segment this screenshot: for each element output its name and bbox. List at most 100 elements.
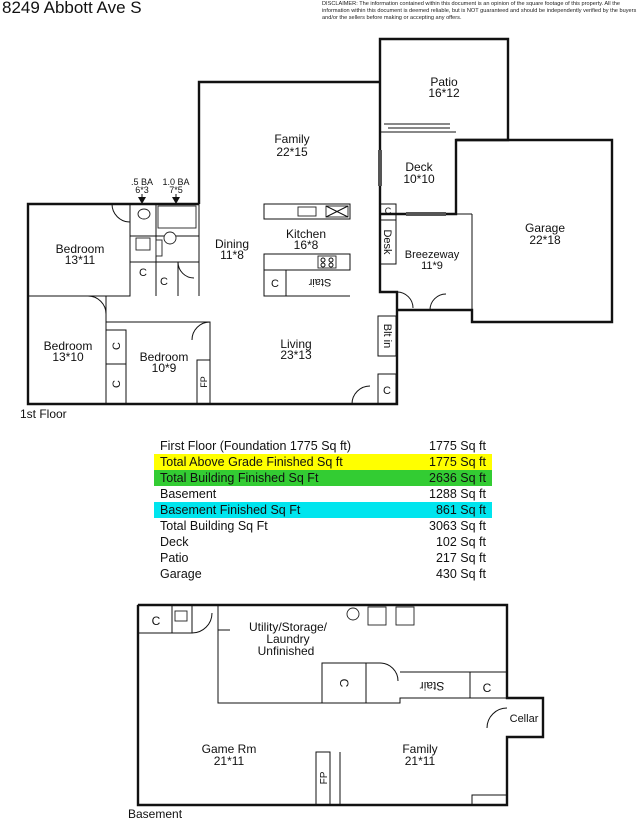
sqft-value: 1288 Sq ft [429,487,486,501]
cellar-label: Cellar [510,713,539,725]
basement-family-dim: 21*11 [405,754,436,768]
full-bath-toilet-icon [163,231,177,245]
closet-label: C [383,385,391,397]
patio-dim: 16*12 [428,86,460,100]
game-room-dim: 21*11 [214,754,245,768]
bedroom1-dim: 13*11 [65,253,96,267]
closet-label: C [385,206,392,216]
breezeway-name: Breezeway [405,249,460,261]
first-floor-walls [26,37,614,406]
utility-label-line1: Utility/Storage/ [249,620,328,634]
deck-name: Deck [405,160,433,174]
basement-closet-label: C [337,679,351,688]
sqft-label: Basement [160,487,217,501]
half-bath-toilet-icon [137,208,151,220]
sqft-label: Total Above Grade Finished Sq ft [160,455,343,469]
sqft-label: Patio [160,551,189,565]
garage-dim: 22*18 [529,233,561,247]
closet-label: C [160,276,168,288]
sqft-label: Garage [160,567,202,581]
door-swing [191,612,213,634]
sqft-row: Total Building Sq Ft 3063 Sq ft [154,518,492,534]
living-dim: 23*13 [280,348,312,362]
door-swing [429,293,447,311]
door-swing [379,662,399,682]
game-room-name: Game Rm [202,742,257,756]
sqft-value: 430 Sq ft [435,567,486,581]
closet-wall [130,261,179,296]
sqft-label: Total Building Finished Sq Ft [160,471,319,485]
family-name: Family [274,132,309,146]
half-bath-sink-icon [135,237,151,251]
sqft-label: First Floor (Foundation 1775 Sq ft) [160,439,352,453]
sqft-value: 861 Sq ft [435,503,486,517]
closet-label: C [139,267,147,279]
door-swing [191,321,211,341]
water-heater-icon [346,607,360,621]
basement-closet-label: C [152,614,161,628]
kitchen-dim: 16*8 [294,238,319,252]
basement-fireplace [315,751,331,806]
garage-name: Garage [525,221,565,235]
dining-name: Dining [215,237,249,251]
sqft-label: Deck [160,535,189,549]
deck-dim: 10*10 [403,172,435,186]
basement-stair-label: Stair [420,679,445,693]
kitchen-counter-bottom [263,253,351,271]
bedroom2-dim: 13*10 [52,350,84,364]
property-address: 8249 Abbott Ave S [2,0,142,17]
living-name: Living [280,337,311,351]
bedroom2-name: Bedroom [44,339,93,353]
basement-storage-closet [321,662,367,704]
sqft-value: 102 Sq ft [435,535,486,549]
closet-label: C [271,278,279,290]
sqft-row: First Floor (Foundation 1775 Sq ft) 1775 … [154,438,492,454]
sqft-value: 3063 Sq ft [429,519,486,533]
pantry-closet [263,269,287,297]
kitchen-counter-top [263,203,351,220]
fireplace-label: FP [199,376,209,388]
bedroom1-name: Bedroom [56,242,105,256]
basement-family-name: Family [402,742,437,756]
basement-closet-label: C [483,681,492,695]
basement-label: Basement [128,807,183,821]
full-bath-dim: 7*5 [169,185,183,195]
sqft-value: 1775 Sq ft [429,439,486,453]
dining-dim: 11*8 [220,248,244,262]
bedroom2-closet-b [105,363,127,405]
basement-sink-icon [174,610,188,622]
closet-label: C [111,342,123,350]
sqft-row: Basement 1288 Sq ft [154,486,492,502]
square-footage-table: First Floor (Foundation 1775 Sq ft) 1775 … [154,438,492,582]
half-bath-dim: 6*3 [135,185,149,195]
living-closet [377,373,397,405]
disclaimer-text: DISCLAIMER: The information contained wi… [322,1,637,21]
fireplace [196,359,211,405]
bedroom3-name: Bedroom [140,350,189,364]
sqft-row: Deck 102 Sq ft [154,534,492,550]
full-bath-name: 1.0 BA [162,177,189,187]
breezeway-dim: 11*9 [421,260,443,272]
built-in-label: Blt in [381,324,393,348]
sqft-row: Garage 430 Sq ft [154,566,492,582]
sqft-value: 217 Sq ft [435,551,486,565]
sqft-label: Total Building Sq Ft [160,519,268,533]
sqft-value: 1775 Sq ft [429,455,486,469]
stair-label: Stair [308,276,331,288]
family-dim: 22*15 [276,145,308,159]
dryer-icon [395,606,415,626]
basement-fireplace-label: FP [319,771,330,784]
door-swing [177,261,195,279]
washer-icon [367,606,387,626]
family-outline [197,80,380,204]
sink-icon [297,206,317,217]
door-swing [87,295,107,315]
bedroom1-walls [28,204,131,297]
door-swing [111,203,131,223]
garage-outline [397,138,614,324]
utility-label-line2: Laundry [266,632,309,646]
door-swing [396,291,414,309]
first-floor-label: 1st Floor [20,407,67,421]
basement-outline [136,603,545,807]
